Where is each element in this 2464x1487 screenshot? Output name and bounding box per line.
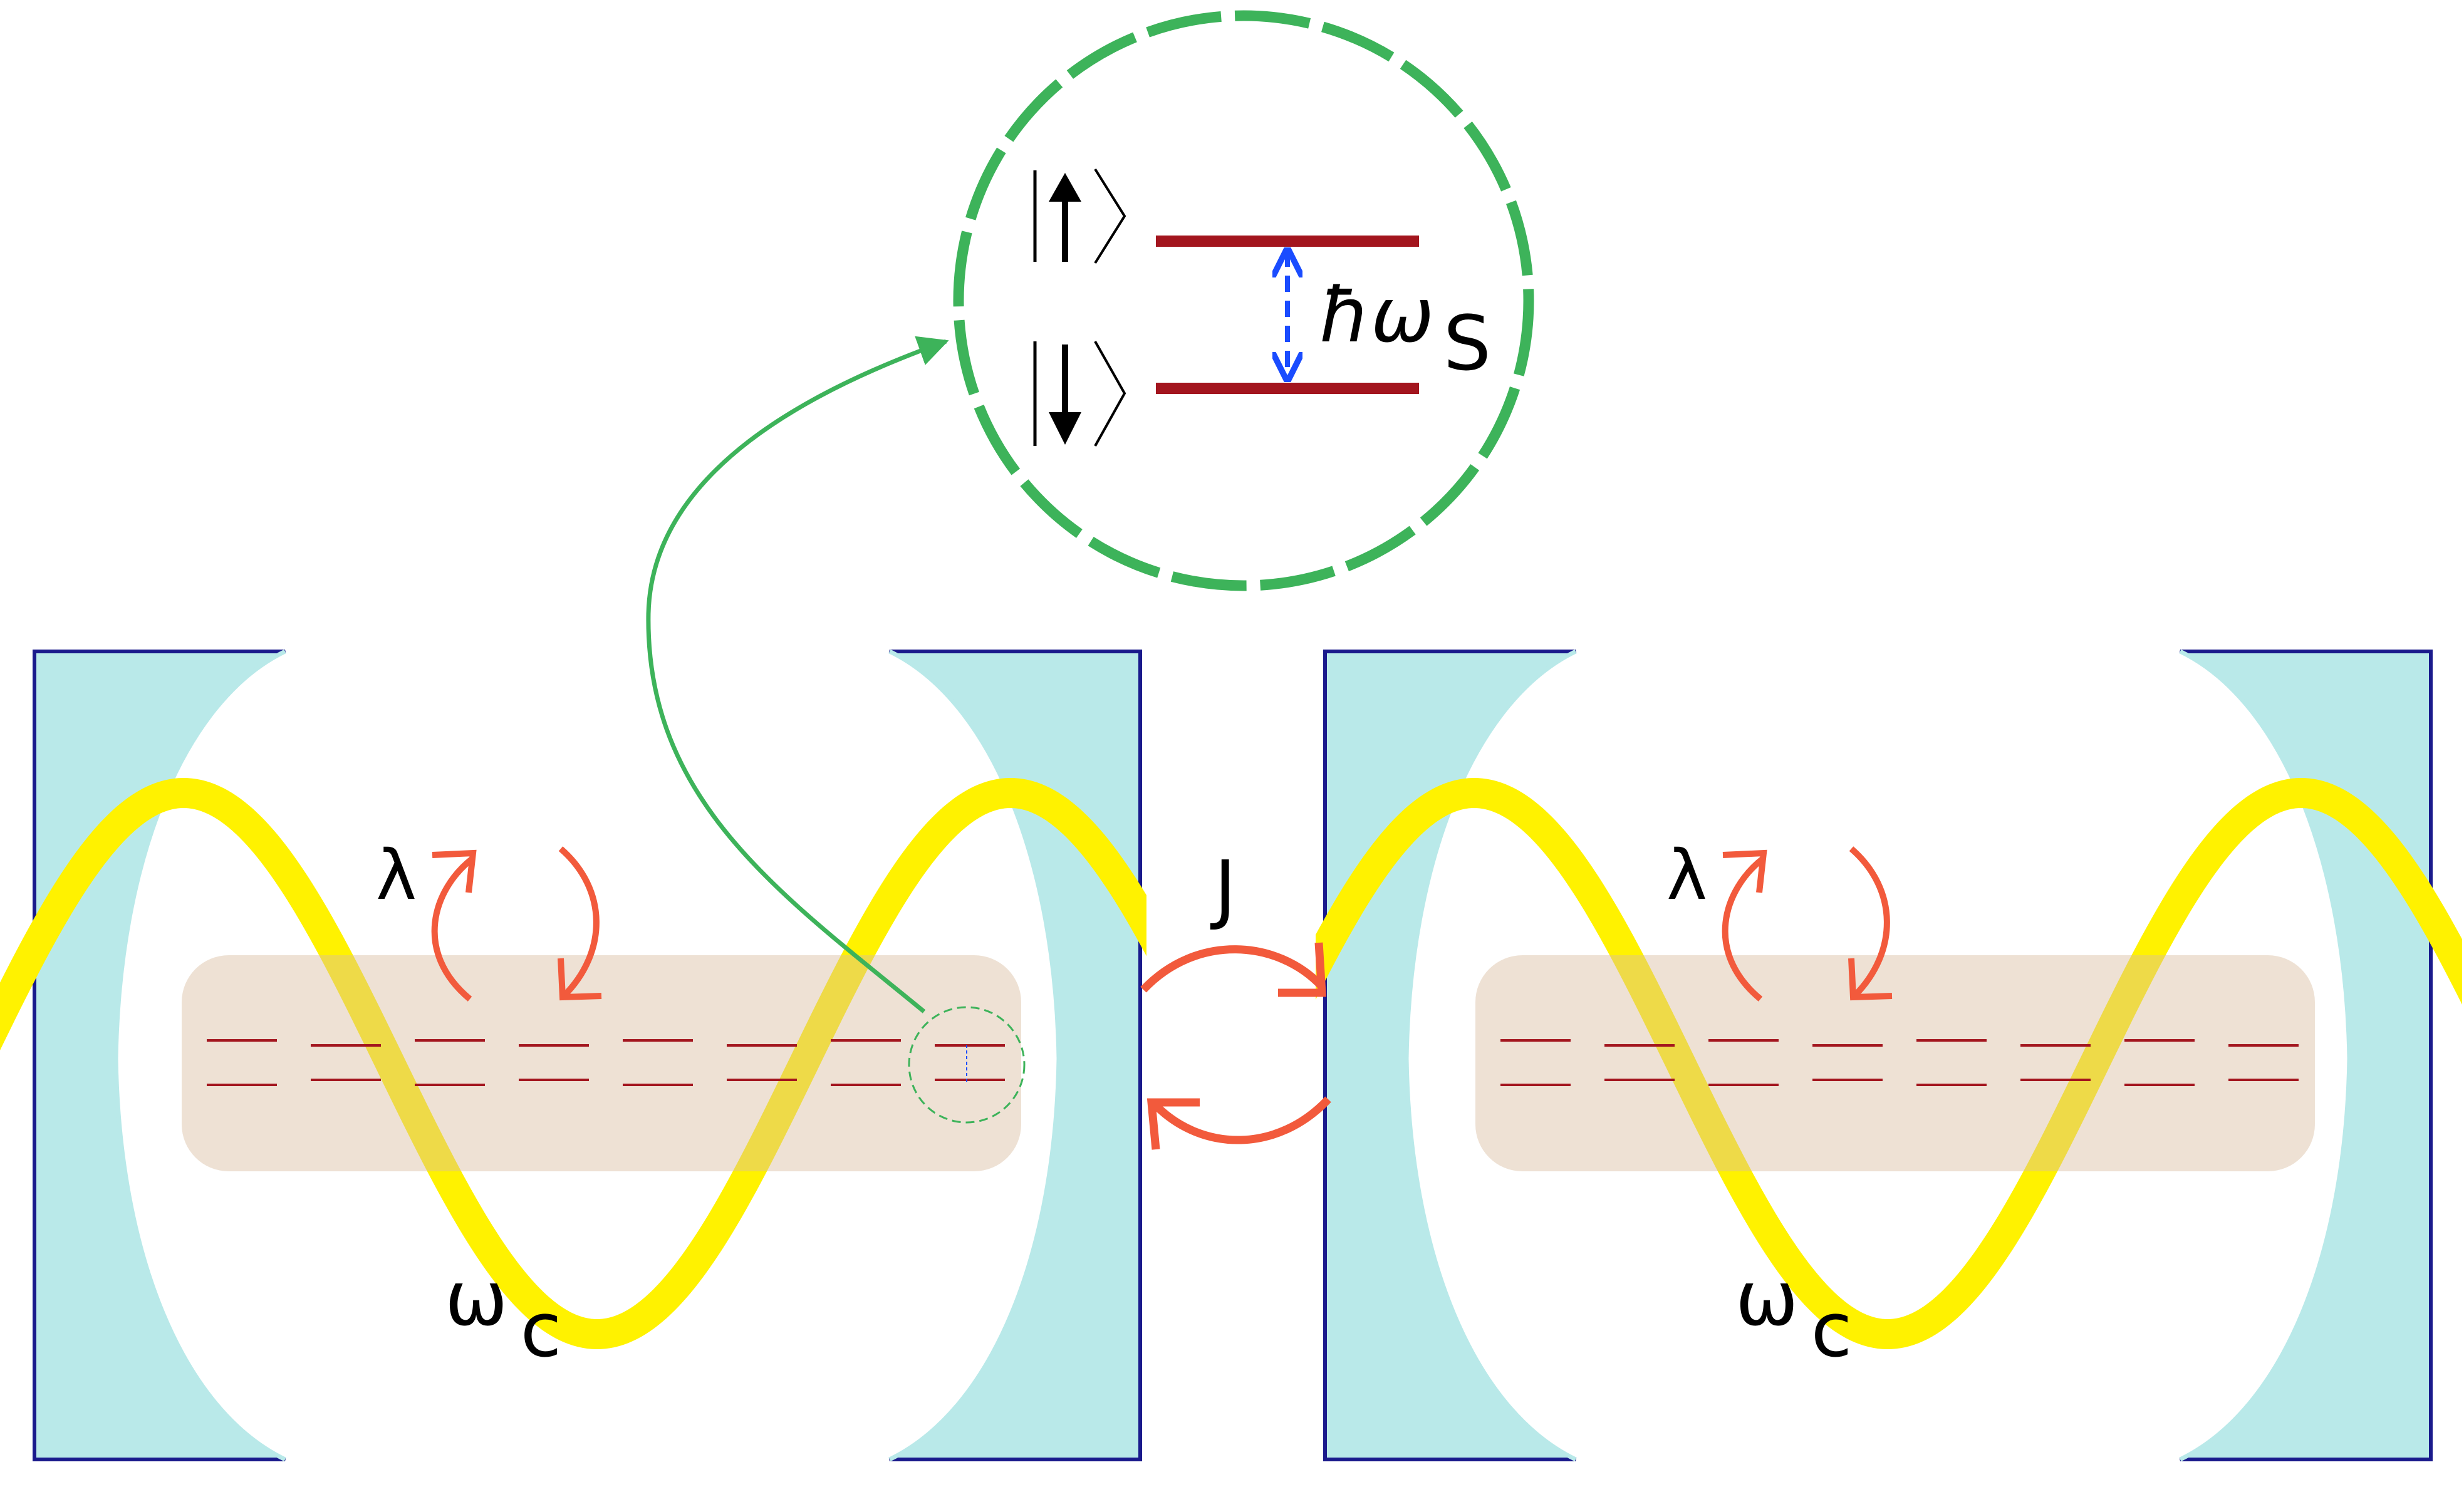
- zoom-connector: [646, 336, 949, 1013]
- hopping-arrows: J: [1140, 846, 1331, 1150]
- down-arrow-icon: [1049, 345, 1081, 445]
- hopping-arrow-right: [1140, 945, 1325, 993]
- spin-up-ket: [1033, 168, 1126, 264]
- spin-down-ket: [1033, 341, 1126, 447]
- photon-mode-wave-left: [0, 777, 1146, 1350]
- zoom-circle: [953, 10, 1534, 591]
- spin-level-pairs-left: [207, 1039, 1005, 1086]
- up-arrow-icon: [1049, 173, 1081, 262]
- coupling-arrow-up-left: [431, 856, 476, 1002]
- photon-mode-wave-right: [1316, 777, 2462, 1350]
- spin-ensemble-band-left: [182, 955, 1021, 1171]
- zoom-source-circle: [908, 1006, 1026, 1124]
- hopping-arrow-left: [1153, 1096, 1331, 1144]
- coupling-arrow-down-right: [1849, 846, 1890, 998]
- hopping-label: J: [1210, 846, 1236, 933]
- spin-level-pairs-right: [1500, 1039, 2299, 1086]
- spin-ensemble-band-right: [1475, 955, 2315, 1171]
- coupling-label-left: λ: [376, 835, 417, 915]
- coupling-label-right: λ: [1666, 835, 1707, 915]
- coupling-arrow-down-left: [558, 846, 600, 998]
- coupling-arrow-up-right: [1722, 856, 1766, 1002]
